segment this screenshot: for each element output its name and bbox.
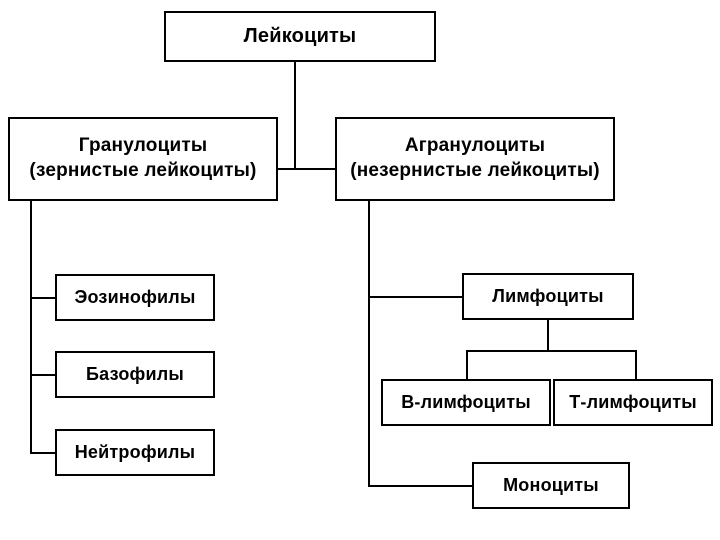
node-granulocytes: Гранулоциты (зернистые лейкоциты) [8, 117, 278, 201]
node-granulocytes-line1: Гранулоциты [78, 135, 208, 157]
connector-b-lymphocytes-drop [466, 350, 468, 380]
node-leukocytes: Лейкоциты [164, 11, 436, 62]
node-basophils-label: Базофилы [86, 364, 184, 384]
node-monocytes: Моноциты [472, 462, 630, 509]
node-eosinophils-label: Эозинофилы [74, 287, 196, 307]
node-eosinophils: Эозинофилы [55, 274, 215, 321]
connector-root-stem [294, 62, 296, 169]
node-agranulocytes-line2: (незернистые лейкоциты) [350, 160, 600, 181]
node-basophils: Базофилы [55, 351, 215, 398]
connector-eosinophils-stub [30, 297, 56, 299]
connector-root-split [276, 168, 338, 170]
node-granulocytes-line2: (зернистые лейкоциты) [29, 160, 257, 181]
node-lymphocytes-label: Лимфоциты [492, 286, 604, 306]
node-monocytes-label: Моноциты [503, 475, 599, 495]
connector-agranulocytes-spine [368, 201, 370, 486]
node-t-lymphocytes-label: Т-лимфоциты [569, 392, 697, 412]
node-b-lymphocytes: В-лимфоциты [381, 379, 551, 426]
connector-lymphocytes-stem [547, 320, 549, 351]
connector-basophils-stub [30, 374, 56, 376]
connector-lymphocytes-split [466, 350, 636, 352]
node-leukocytes-label: Лейкоциты [243, 25, 357, 47]
node-neutrophils: Нейтрофилы [55, 429, 215, 476]
connector-t-lymphocytes-drop [635, 350, 637, 380]
connector-lymphocytes-stub [368, 296, 463, 298]
connector-monocytes-stub [368, 485, 473, 487]
node-t-lymphocytes: Т-лимфоциты [553, 379, 713, 426]
node-lymphocytes: Лимфоциты [462, 273, 634, 320]
node-neutrophils-label: Нейтрофилы [74, 442, 196, 462]
node-agranulocytes: Агранулоциты (незернистые лейкоциты) [335, 117, 615, 201]
node-b-lymphocytes-label: В-лимфоциты [401, 392, 531, 412]
connector-granulocytes-spine [30, 201, 32, 453]
connector-neutrophils-stub [30, 452, 56, 454]
node-agranulocytes-line1: Агранулоциты [404, 135, 546, 157]
